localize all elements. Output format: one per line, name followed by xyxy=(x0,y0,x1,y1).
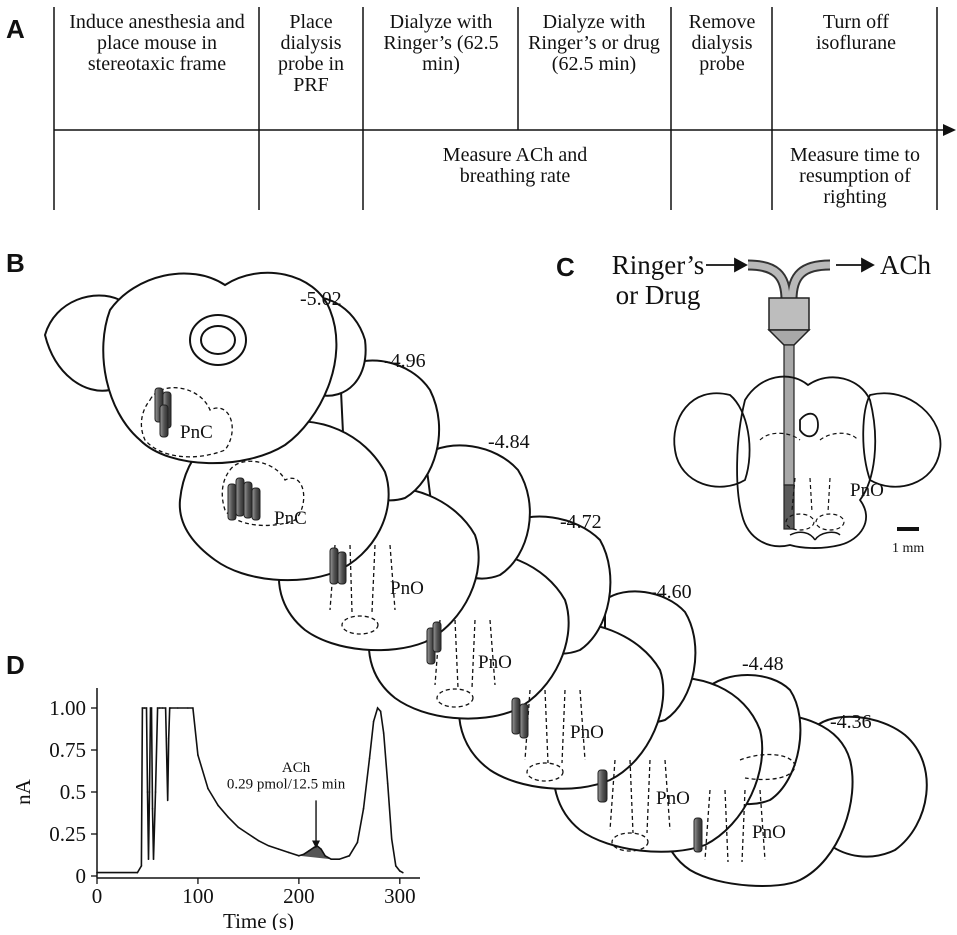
series-point xyxy=(268,845,270,847)
series-point xyxy=(248,833,250,835)
series-point xyxy=(402,872,404,874)
series-point xyxy=(149,791,151,793)
series-point xyxy=(377,707,379,709)
annotation-sublabel: 0.29 pmol/12.5 min xyxy=(227,777,346,793)
series-point xyxy=(330,858,332,860)
y-axis-label: nA xyxy=(11,778,35,805)
series-point xyxy=(177,707,179,709)
scale-bar-label: 1 mm xyxy=(892,541,924,556)
x-axis-label: Time (s) xyxy=(223,909,294,930)
series-point xyxy=(373,721,375,723)
probe-body xyxy=(769,298,809,330)
y-tick-label: 0.5 xyxy=(60,780,86,804)
series-point xyxy=(387,783,389,785)
series-point xyxy=(148,858,150,860)
series-point xyxy=(137,872,139,874)
y-tick-label: 0.75 xyxy=(49,738,86,762)
series-point xyxy=(167,800,169,802)
series-point xyxy=(349,855,351,857)
series-point xyxy=(399,870,401,872)
series-point xyxy=(298,855,300,857)
series-point xyxy=(391,838,393,840)
series-point xyxy=(357,842,359,844)
series-point xyxy=(168,737,170,739)
series-point xyxy=(338,858,340,860)
series-point xyxy=(238,826,240,828)
y-tick-label: 0 xyxy=(76,864,87,888)
x-tick-label: 0 xyxy=(92,884,103,908)
series-point xyxy=(152,808,154,810)
y-tick-label: 0.25 xyxy=(49,822,86,846)
probe-region-label: PnO xyxy=(850,480,884,501)
scale-bar xyxy=(897,527,919,531)
series-point xyxy=(303,853,305,855)
series-point xyxy=(380,711,382,713)
x-tick-label: 300 xyxy=(384,884,416,908)
panel-label-d: D xyxy=(6,650,25,681)
series-point xyxy=(363,808,365,810)
series-point xyxy=(383,732,385,734)
ach-chromatogram: 0 100 200 300 0 0.25 0.5 0.75 1.00 ACh 0.29 pmol… xyxy=(0,680,430,930)
x-tick-label: 100 xyxy=(182,884,214,908)
series-point xyxy=(153,858,155,860)
series-point xyxy=(157,707,159,709)
series-point xyxy=(162,707,164,709)
series-point xyxy=(308,850,310,852)
annotation-label: ACh xyxy=(282,760,311,776)
series-point xyxy=(278,848,280,850)
series-point xyxy=(165,707,167,709)
series-point xyxy=(258,840,260,842)
y-tick-label: 1.00 xyxy=(49,696,86,720)
series-point xyxy=(207,788,209,790)
series-point xyxy=(144,707,146,709)
series-point xyxy=(313,847,315,849)
series-point xyxy=(217,805,219,807)
series-point xyxy=(170,707,172,709)
series-point xyxy=(187,707,189,709)
series-point xyxy=(151,707,153,709)
series-point xyxy=(155,791,157,793)
series-point xyxy=(141,865,143,867)
series-point xyxy=(197,754,199,756)
chart-ticks: 0 100 200 300 0 0.25 0.5 0.75 1.00 xyxy=(49,696,415,908)
series-point xyxy=(395,865,397,867)
series-point xyxy=(146,707,148,709)
series-point xyxy=(320,848,322,850)
series-point xyxy=(147,791,149,793)
series-point xyxy=(288,852,290,854)
series-point xyxy=(192,707,194,709)
series-point xyxy=(96,872,98,874)
series-point xyxy=(369,758,371,760)
series-point xyxy=(142,707,144,709)
series-point xyxy=(324,855,326,857)
series-point xyxy=(227,816,229,818)
series-point xyxy=(159,707,161,709)
x-tick-label: 200 xyxy=(283,884,315,908)
